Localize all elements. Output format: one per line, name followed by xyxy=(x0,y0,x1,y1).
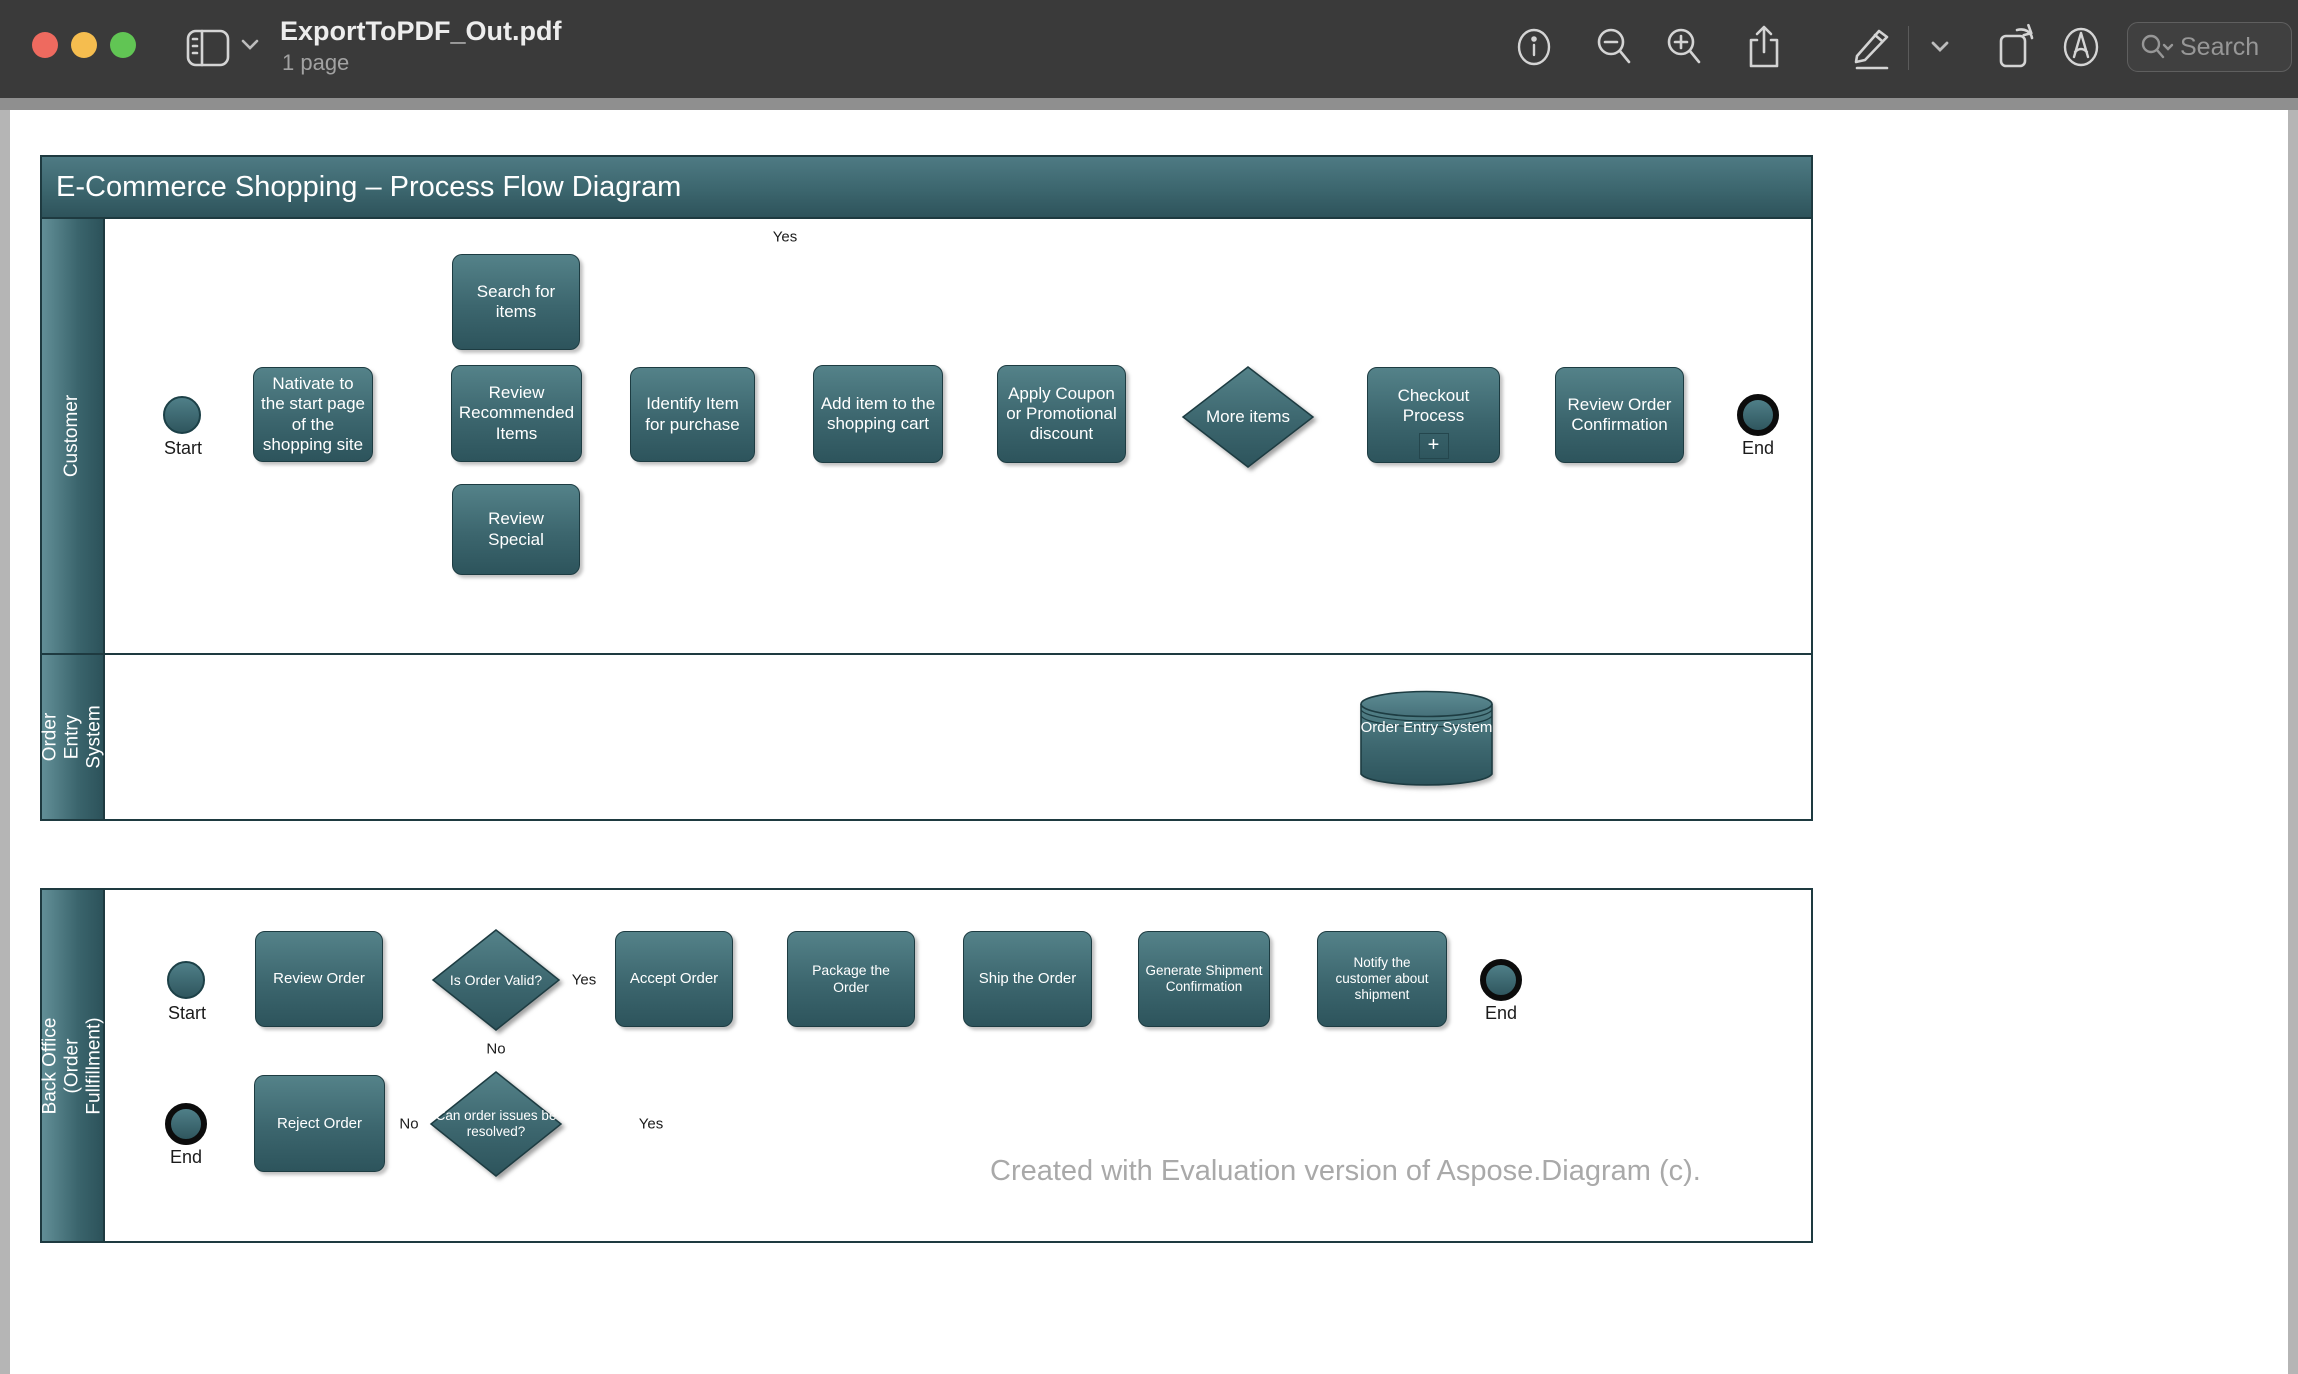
task-ship-order-label: Ship the Order xyxy=(978,970,1077,988)
end-event-2-label: End xyxy=(1484,1003,1518,1023)
gateway-more-items: More items xyxy=(1181,366,1315,468)
gateway-can-resolve-label: Can order issues be resolved? xyxy=(435,1108,557,1139)
lane-order-entry-system-label: Order Entry System xyxy=(39,705,105,769)
task-generate-shipment-confirmation-label: Generate Shipment Confirmation xyxy=(1145,963,1263,994)
edge-label-yes-loop: Yes xyxy=(769,228,801,246)
task-notify-customer-label: Notify the customer about shipment xyxy=(1335,955,1429,1002)
toolbar-shadow-strip xyxy=(0,98,2298,110)
gateway-is-order-valid-label: Is Order Valid? xyxy=(449,971,543,988)
edge-label-resolve-yes: Yes xyxy=(635,1115,667,1133)
lane-customer: Customer xyxy=(42,219,105,653)
window-page-count: 1 page xyxy=(282,50,350,75)
task-review-special: Review Special xyxy=(452,484,580,575)
lane-order-entry-system: Order Entry System xyxy=(39,655,105,819)
zoom-in-icon[interactable] xyxy=(1664,26,1704,68)
task-apply-coupon-label: Apply Coupon or Promotional discount xyxy=(1006,383,1117,444)
task-navigate-start-page-label: Nativate to the start page of the shoppi… xyxy=(261,374,365,454)
task-accept-order-label: Accept Order xyxy=(629,970,719,988)
page-right-margin xyxy=(2288,110,2298,1374)
evaluation-watermark: Created with Evaluation version of Aspos… xyxy=(990,1155,1701,1187)
edge-label-valid-yes: Yes xyxy=(568,971,600,989)
window-title: ExportToPDF_Out.pdf xyxy=(280,16,562,46)
pen-nib-icon[interactable] xyxy=(2060,25,2102,69)
sidebar-toggle-icon[interactable] xyxy=(186,27,234,71)
lane-back-office-label: Back Office (Order Fullfillment) xyxy=(39,1016,105,1115)
task-reject-order: Reject Order xyxy=(254,1075,385,1172)
lane-customer-label: Customer xyxy=(61,394,83,478)
task-package-order: Package the Order xyxy=(787,931,915,1027)
task-package-order-label: Package the Order xyxy=(812,962,890,995)
task-review-recommended: Review Recommended Items xyxy=(451,365,582,462)
task-add-item-cart-label: Add item to the shopping cart xyxy=(820,393,936,433)
task-review-recommended-label: Review Recommended Items xyxy=(458,383,575,443)
edge-label-resolve-no: No xyxy=(396,1115,422,1133)
end-event-3-label: End xyxy=(169,1147,203,1167)
task-review-special-label: Review Special xyxy=(488,509,544,549)
search-input[interactable] xyxy=(2180,32,2280,62)
close-button[interactable] xyxy=(32,32,58,58)
info-icon[interactable] xyxy=(1515,27,1553,67)
markup-pen-icon[interactable] xyxy=(1849,24,1893,70)
minimize-button[interactable] xyxy=(71,32,97,58)
task-identify-item: Identify Item for purchase xyxy=(630,367,755,462)
lane-back-office: Back Office (Order Fullfillment) xyxy=(39,890,105,1241)
task-accept-order: Accept Order xyxy=(615,931,733,1027)
start-event-2 xyxy=(167,961,205,999)
start-event-1 xyxy=(163,396,201,434)
window-titlebar: ExportToPDF_Out.pdf 1 page xyxy=(0,0,2298,98)
sidebar-chevron-down-icon[interactable] xyxy=(240,38,260,52)
task-review-order-label: Review Order xyxy=(273,970,365,988)
edge-label-valid-no: No xyxy=(483,1040,509,1058)
task-search-for-items-label: Search for items xyxy=(476,281,556,321)
rotate-icon[interactable] xyxy=(1993,22,2039,70)
search-field[interactable] xyxy=(2127,22,2292,72)
search-icon xyxy=(2141,34,2174,59)
start-event-2-label: Start xyxy=(167,1003,206,1023)
subprocess-plus-marker: + xyxy=(1418,433,1449,459)
share-icon[interactable] xyxy=(1744,24,1784,70)
subprocess-checkout-label: Checkout Process xyxy=(1397,385,1470,425)
task-reject-order-label: Reject Order xyxy=(276,1114,363,1132)
task-generate-shipment-confirmation: Generate Shipment Confirmation xyxy=(1138,931,1270,1027)
task-navigate-start-page: Nativate to the start page of the shoppi… xyxy=(253,367,373,462)
lane-divider xyxy=(42,653,1811,655)
datastore-label: Order Entry System xyxy=(1360,719,1493,736)
end-event-3 xyxy=(165,1103,207,1145)
markup-chevron-down-icon[interactable] xyxy=(1929,39,1951,55)
gateway-more-items-label: More items xyxy=(1205,407,1291,427)
gateway-can-resolve: Can order issues be resolved? xyxy=(429,1071,563,1177)
start-event-1-label: Start xyxy=(163,438,202,458)
task-review-order: Review Order xyxy=(255,931,383,1027)
gateway-is-order-valid: Is Order Valid? xyxy=(431,929,561,1031)
task-identify-item-label: Identify Item for purchase xyxy=(645,394,740,434)
pool-ecommerce-shopping: E-Commerce Shopping – Process Flow Diagr… xyxy=(40,155,1813,821)
task-ship-order: Ship the Order xyxy=(963,931,1092,1027)
task-review-order-confirmation: Review Order Confirmation xyxy=(1555,367,1684,463)
subprocess-checkout: Checkout Process + xyxy=(1367,367,1500,463)
toolbar-divider xyxy=(1908,26,1909,70)
task-notify-customer: Notify the customer about shipment xyxy=(1317,931,1447,1027)
page-left-margin xyxy=(0,110,10,1374)
task-add-item-cart: Add item to the shopping cart xyxy=(813,365,943,463)
task-search-for-items: Search for items xyxy=(452,254,580,350)
end-event-1 xyxy=(1737,394,1779,436)
task-apply-coupon: Apply Coupon or Promotional discount xyxy=(997,365,1126,463)
zoom-out-icon[interactable] xyxy=(1594,26,1634,68)
diagram-title: E-Commerce Shopping – Process Flow Diagr… xyxy=(42,157,1811,219)
end-event-2 xyxy=(1480,959,1522,1001)
end-event-1-label: End xyxy=(1741,438,1775,458)
task-review-order-confirmation-label: Review Order Confirmation xyxy=(1567,394,1672,434)
zoom-button[interactable] xyxy=(110,32,136,58)
datastore-order-entry-system: Order Entry System xyxy=(1360,690,1493,787)
